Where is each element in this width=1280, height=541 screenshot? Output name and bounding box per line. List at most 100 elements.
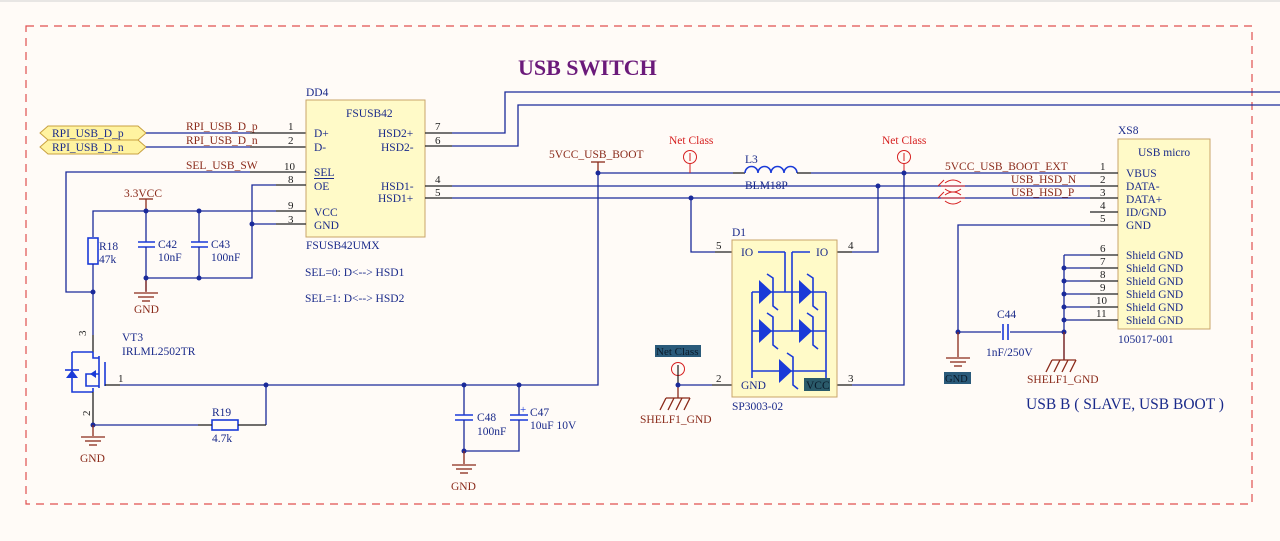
xs8-pin-shield-gnd: Shield GND	[1126, 302, 1183, 314]
pin-num: 3	[288, 214, 294, 226]
svg-text:Net Class: Net Class	[882, 135, 927, 147]
dd4-part: FSUSB42UMX	[306, 240, 380, 252]
port-rpi-usb-d-n[interactable]: RPI_USB_D_n	[39, 139, 147, 155]
pin-num: 8	[1100, 269, 1106, 281]
gnd-label: GND	[945, 374, 968, 385]
dd4-pin-sel: SEL	[314, 167, 334, 179]
shelf-gnd-label-d1: SHELF1_GND	[640, 414, 712, 426]
pin-num: 9	[288, 200, 294, 212]
xs8-pin-vbus: VBUS	[1126, 168, 1157, 180]
pin-num: 6	[1100, 243, 1106, 255]
pin-num: 10	[1096, 295, 1108, 307]
pin-num: 8	[288, 174, 294, 186]
net-label-hsd-p: USB_HSD_P	[1011, 187, 1074, 199]
sheet-border	[25, 25, 1253, 505]
pin-num: 6	[435, 135, 441, 147]
junction	[196, 275, 202, 281]
c44-value: 1nF/250V	[986, 347, 1033, 359]
wire-vcc	[92, 210, 276, 237]
junction	[143, 208, 149, 214]
pin-num: 1	[1100, 161, 1106, 173]
sel-note-1: SEL=1: D<--> HSD2	[305, 293, 405, 305]
wire-d1-io4	[852, 186, 879, 253]
dd4-pin-gnd: GND	[314, 220, 339, 232]
d1-pin-io-left: IO	[741, 247, 753, 259]
xs8-pin-shield-gnd: Shield GND	[1126, 263, 1183, 275]
net-label-rpi-dn: RPI_USB_D_n	[186, 135, 258, 147]
sel-note-0: SEL=0: D<--> HSD1	[305, 267, 405, 279]
vt3-mosfet[interactable]	[65, 335, 106, 424]
dd4-body[interactable]	[305, 99, 426, 238]
r18-body[interactable]	[87, 237, 99, 265]
net-label-hsd-n: USB_HSD_N	[1011, 174, 1077, 186]
dd4-pin-oe: OE	[314, 181, 329, 193]
junction	[249, 221, 255, 227]
window-top-edge	[0, 0, 1280, 2]
diff-pair-marker	[937, 179, 965, 205]
pin-num: 5	[435, 187, 441, 199]
shelf-gnd-symbol-d1	[659, 385, 691, 411]
xs8-pin-id: ID/GND	[1126, 207, 1166, 219]
shelf-gnd-label-xs8: SHELF1_GND	[1027, 374, 1099, 386]
net-label-sel: SEL_USB_SW	[186, 160, 258, 172]
junction	[688, 195, 694, 201]
dd4-pin-hsd2p: HSD2+	[378, 128, 413, 140]
pin-num: 2	[1100, 174, 1106, 186]
c43-ref: C43	[211, 239, 230, 251]
pin-num: 5	[1100, 213, 1106, 225]
section-note: USB B ( SLAVE, USB BOOT )	[1026, 396, 1224, 413]
d1-vcc-highlight	[804, 378, 830, 391]
pin-num: 4	[848, 240, 854, 252]
l3-value: BLM18P	[745, 180, 788, 192]
port-label: RPI_USB_D_n	[52, 142, 124, 154]
dd4-ref: DD4	[306, 87, 329, 99]
xs8-body[interactable]	[1117, 138, 1211, 330]
pin-num: 4	[1100, 200, 1106, 212]
c48-ref: C48	[477, 412, 496, 424]
xs8-pin-gnd: GND	[1126, 220, 1151, 232]
gnd-label: GND	[451, 481, 476, 493]
r19-body[interactable]	[211, 419, 239, 431]
d1-pin-gnd: GND	[741, 380, 766, 392]
d1-part: SP3003-02	[732, 401, 783, 413]
c44-ref: C44	[997, 309, 1016, 321]
dd4-pin-hsd1p: HSD1+	[378, 193, 413, 205]
vt3-pin-2: 2	[81, 411, 93, 417]
dd4-pin-dp: D+	[314, 128, 329, 140]
xs8-pin-data-p: DATA+	[1126, 194, 1162, 206]
vt3-pin-3: 3	[77, 330, 89, 336]
svg-text:Net Class: Net Class	[669, 135, 714, 147]
junction	[90, 289, 96, 295]
gnd-label-highlight	[944, 372, 971, 384]
pin-num: 4	[435, 174, 441, 186]
l3-coil[interactable]	[744, 165, 798, 174]
port-label: RPI_USB_D_p	[52, 128, 124, 140]
net-class-marker-1[interactable]: Net Class	[669, 135, 714, 173]
dd4-name: FSUSB42	[346, 108, 393, 120]
wire-oe	[146, 184, 276, 279]
vt3-ref: VT3	[122, 332, 143, 344]
wire-d1-io5	[690, 198, 715, 253]
pin-num: 3	[848, 373, 854, 385]
svg-text:Net Class: Net Class	[656, 346, 698, 358]
vt3-part: IRLML2502TR	[122, 346, 196, 358]
junction	[196, 208, 202, 214]
junction	[143, 275, 149, 281]
wire-c47-bottom	[464, 420, 520, 452]
r18-ref: R18	[99, 241, 118, 253]
d1-pin-vcc: VCC	[806, 380, 830, 392]
port-rpi-usb-d-p[interactable]: RPI_USB_D_p	[39, 125, 147, 141]
r19-value: 4.7k	[212, 433, 232, 445]
wire-sel	[65, 171, 250, 293]
net-label-5v-ext: 5VCC_USB_BOOT_EXT	[945, 161, 1068, 173]
net-class-marker-2[interactable]: Net Class	[882, 135, 927, 173]
d1-pin-io-right: IO	[816, 247, 828, 259]
xs8-pin-data-n: DATA-	[1126, 181, 1160, 193]
dd4-pin-hsd1n: HSD1-	[381, 181, 414, 193]
net-class-marker-shelf[interactable]: Net Class	[655, 345, 701, 385]
xs8-pin-shield-gnd: Shield GND	[1126, 315, 1183, 327]
d1-diode-array	[751, 251, 827, 390]
wire-d1-vcc	[852, 173, 905, 386]
